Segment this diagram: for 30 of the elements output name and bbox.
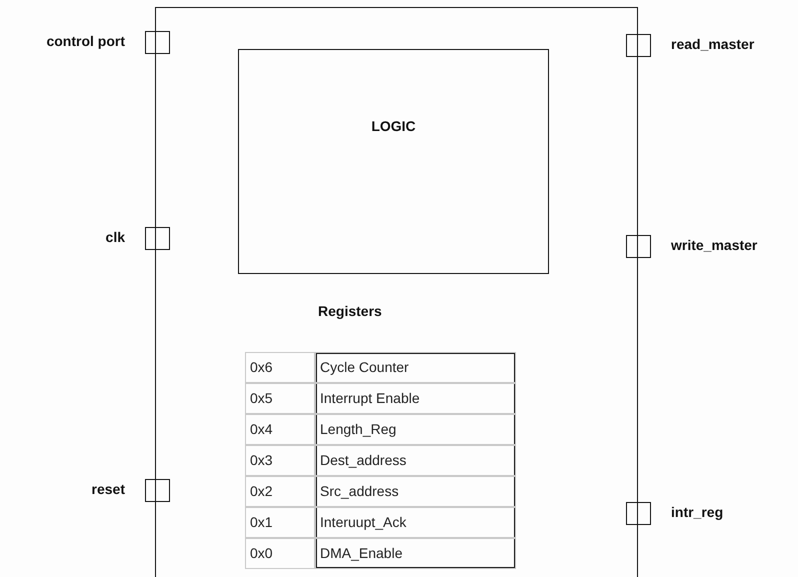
block-title: LOGIC bbox=[370, 118, 417, 134]
register-address-cell: 0x1 bbox=[245, 507, 315, 538]
port-box bbox=[145, 227, 170, 250]
port-label: control port bbox=[46, 33, 125, 49]
port-box bbox=[626, 502, 651, 525]
port-label: write_master bbox=[671, 237, 758, 253]
register-name-cell: Interuupt_Ack bbox=[315, 507, 516, 538]
register-address-cell: 0x5 bbox=[245, 383, 315, 414]
register-name-cell: Interrupt Enable bbox=[315, 383, 516, 414]
module-box bbox=[155, 7, 638, 577]
register-name-cell: DMA_Enable bbox=[315, 538, 516, 569]
register-name-cell: Src_address bbox=[315, 476, 516, 507]
port-box bbox=[145, 479, 170, 502]
section-heading: Registers bbox=[318, 303, 382, 319]
port-box bbox=[145, 31, 170, 54]
register-address-cell: 0x4 bbox=[245, 414, 315, 445]
logic-block bbox=[238, 49, 549, 274]
port-box bbox=[626, 34, 651, 57]
port-label: reset bbox=[92, 481, 125, 497]
register-name-cell: Cycle Counter bbox=[315, 352, 516, 383]
register-address-cell: 0x3 bbox=[245, 445, 315, 476]
port-box bbox=[626, 235, 651, 258]
register-name-cell: Length_Reg bbox=[315, 414, 516, 445]
register-address-cell: 0x6 bbox=[245, 352, 315, 383]
port-label: intr_reg bbox=[671, 504, 724, 520]
port-label: read_master bbox=[671, 36, 754, 52]
register-name-cell: Dest_address bbox=[315, 445, 516, 476]
register-address-cell: 0x0 bbox=[245, 538, 315, 569]
port-label: clk bbox=[106, 229, 125, 245]
register-address-cell: 0x2 bbox=[245, 476, 315, 507]
